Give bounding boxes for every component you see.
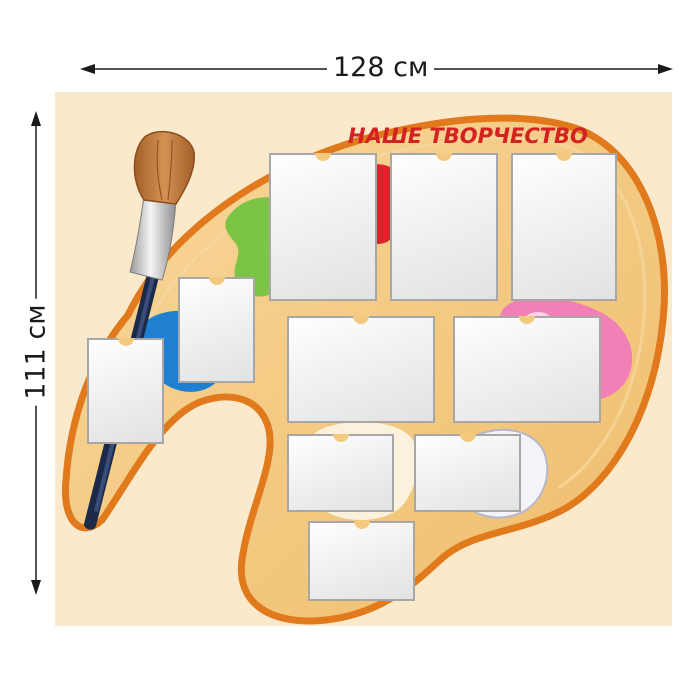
pocket-top-1: [269, 153, 377, 301]
pocket-landscape-2: [453, 316, 601, 423]
pocket-landscape-1: [287, 316, 435, 423]
pocket-medium-2: [414, 434, 521, 512]
height-dimension-label: 111 см: [21, 298, 52, 406]
pocket-small-left-lower: [87, 338, 164, 444]
arrow-up-icon: [31, 111, 41, 126]
pocket-small-left-upper: [178, 277, 255, 383]
arrow-right-icon: [658, 64, 673, 74]
pocket-top-3: [511, 153, 617, 301]
pocket-top-2: [390, 153, 498, 301]
pocket-medium-1: [287, 434, 394, 512]
arrow-left-icon: [80, 64, 95, 74]
stand-title: НАШЕ ТВОРЧЕСТВО: [348, 124, 588, 148]
width-dimension-label: 128 см: [327, 54, 435, 81]
arrow-down-icon: [31, 580, 41, 595]
pocket-bottom: [308, 521, 415, 601]
